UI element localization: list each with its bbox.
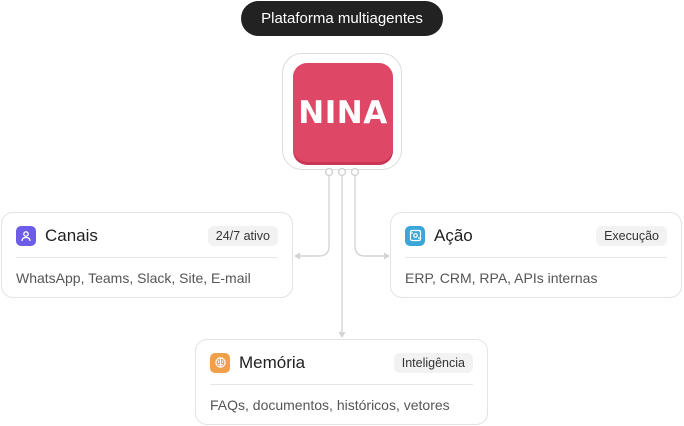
card-description: WhatsApp, Teams, Slack, Site, E-mail [16,270,251,286]
arrowhead-memoria [338,332,346,338]
settings-panel-icon [405,225,425,246]
arrowhead-canais [294,252,300,260]
status-badge: Execução [596,225,667,246]
user-icon [16,225,36,246]
card-divider [16,257,278,258]
brain-icon [210,352,230,373]
card-divider [210,384,473,385]
card-divider [405,257,667,258]
connector-to-acao [354,172,386,257]
card-title: Ação [434,225,473,245]
card-description: ERP, CRM, RPA, APIs internas [405,270,598,286]
connector-to-canais [298,172,330,257]
card-description: FAQs, documentos, históricos, vetores [210,397,450,413]
status-badge: 24/7 ativo [207,225,278,246]
status-badge: Inteligência [393,352,473,373]
card-canais: Canais 24/7 ativo WhatsApp, Teams, Slack… [1,212,293,298]
card-memoria: Memória Inteligência FAQs, documentos, h… [195,339,488,425]
card-acao: Ação Execução ERP, CRM, RPA, APIs intern… [390,212,682,298]
nina-logo: NINA [293,63,393,162]
platform-title-pill: Plataforma multiagentes [241,1,443,36]
card-title: Memória [239,352,306,372]
card-title: Canais [45,225,98,245]
nina-logo-frame: NINA [282,53,402,170]
